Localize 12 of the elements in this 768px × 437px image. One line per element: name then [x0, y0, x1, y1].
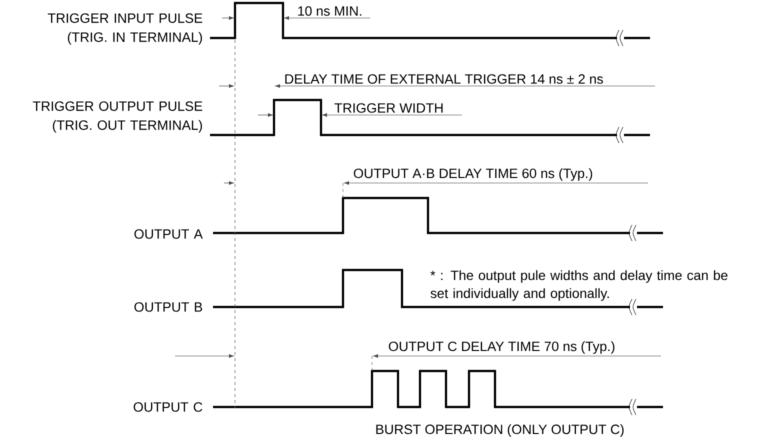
dimension-label: OUTPUT C DELAY TIME 70 ns (Typ.) — [388, 341, 614, 354]
signal-label: TRIGGER INPUT PULSE (TRIG. IN TERMINAL) — [48, 13, 202, 45]
signal-label: OUTPUT B — [134, 302, 202, 312]
dimension-label: OUTPUT A·B DELAY TIME 60 ns (Typ.) — [354, 168, 592, 181]
signal-label: OUTPUT A — [134, 229, 203, 239]
signal-label: OUTPUT C — [134, 402, 202, 412]
caption-text: BURST OPERATION (ONLY OUTPUT C) — [376, 424, 624, 437]
dimension-label: 10 ns MIN. — [298, 6, 362, 16]
signal-label: TRIGGER OUTPUT PULSE (TRIG. OUT TERMINAL) — [32, 101, 202, 133]
dimension-label: DELAY TIME OF EXTERNAL TRIGGER 14 ns ± 2 ns — [285, 74, 603, 84]
dimension-label: TRIGGER WIDTH — [334, 103, 443, 113]
note-text: * : The output pule widths and delay time can be set individually and optionally. — [430, 270, 728, 301]
